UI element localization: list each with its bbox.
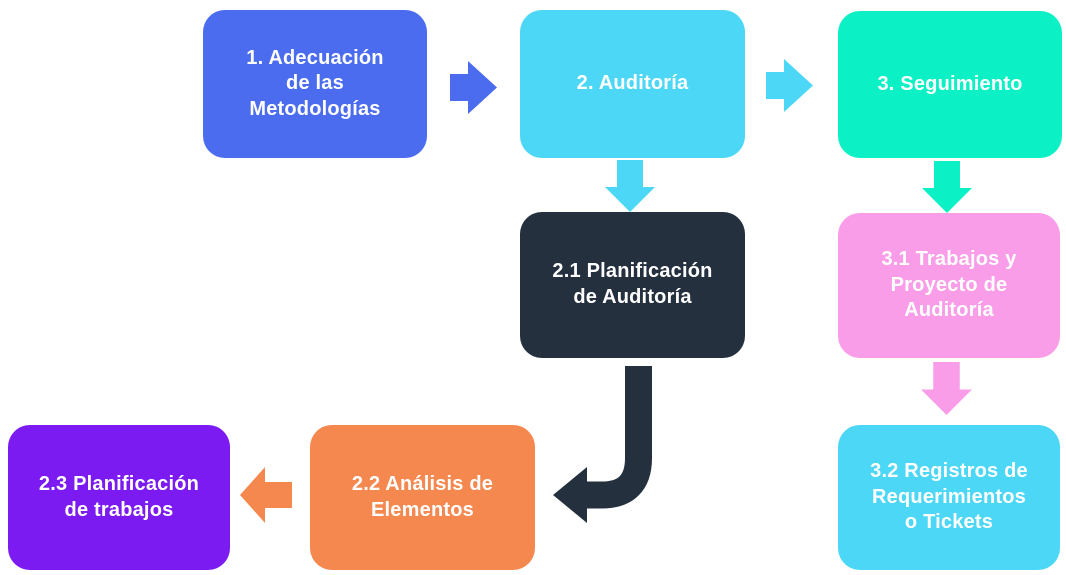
arrow-left-icon-2-2-to-2-3 xyxy=(240,467,292,523)
arrow-down-icon-3-1-to-3-2 xyxy=(921,362,972,415)
node-step-3-1: 3.1 Trabajos y Proyecto de Auditoría xyxy=(838,213,1060,358)
node-step-1: 1. Adecuación de las Metodologías xyxy=(203,10,427,158)
arrow-down-icon-2-to-2-1 xyxy=(605,160,655,212)
node-step-2-1-label: 2.1 Planificación de Auditoría xyxy=(552,260,713,308)
arrow-curved-icon-2-1-to-2-2 xyxy=(553,366,652,523)
node-step-2-3: 2.3 Planificación de trabajos xyxy=(8,425,230,570)
node-step-3-2: 3.2 Registros de Requerimientos o Ticket… xyxy=(838,425,1060,570)
arrow-right-icon-2-to-3 xyxy=(766,59,813,112)
node-step-1-label: 1. Adecuación de las Metodologías xyxy=(246,46,384,120)
node-step-2: 2. Auditoría xyxy=(520,10,745,158)
arrow-down-shape xyxy=(921,362,972,415)
arrow-right-icon-1-to-2 xyxy=(450,61,497,114)
node-step-2-1: 2.1 Planificación de Auditoría xyxy=(520,212,745,358)
arrow-right-shape xyxy=(450,61,497,114)
node-step-3: 3. Seguimiento xyxy=(838,11,1062,158)
arrow-left-shape xyxy=(240,467,292,523)
arrow-curve-head xyxy=(553,467,587,523)
arrow-curve-shaft xyxy=(587,366,652,509)
node-step-2-label: 2. Auditoría xyxy=(576,72,689,95)
node-step-2-2: 2.2 Análisis de Elementos xyxy=(310,425,535,570)
arrow-down-shape xyxy=(605,160,655,212)
arrow-down-shape xyxy=(922,161,972,213)
node-step-3-1-label: 3.1 Trabajos y Proyecto de Auditoría xyxy=(881,248,1017,322)
node-step-3-label: 3. Seguimiento xyxy=(877,72,1023,95)
arrow-right-shape xyxy=(766,59,813,112)
node-step-2-2-label: 2.2 Análisis de Elementos xyxy=(351,472,494,521)
node-step-2-3-label: 2.3 Planificación de trabajos xyxy=(38,472,200,521)
node-step-3-2-label: 3.2 Registros de Requerimientos o Ticket… xyxy=(870,460,1028,534)
arrow-down-icon-3-to-3-1 xyxy=(922,161,972,213)
